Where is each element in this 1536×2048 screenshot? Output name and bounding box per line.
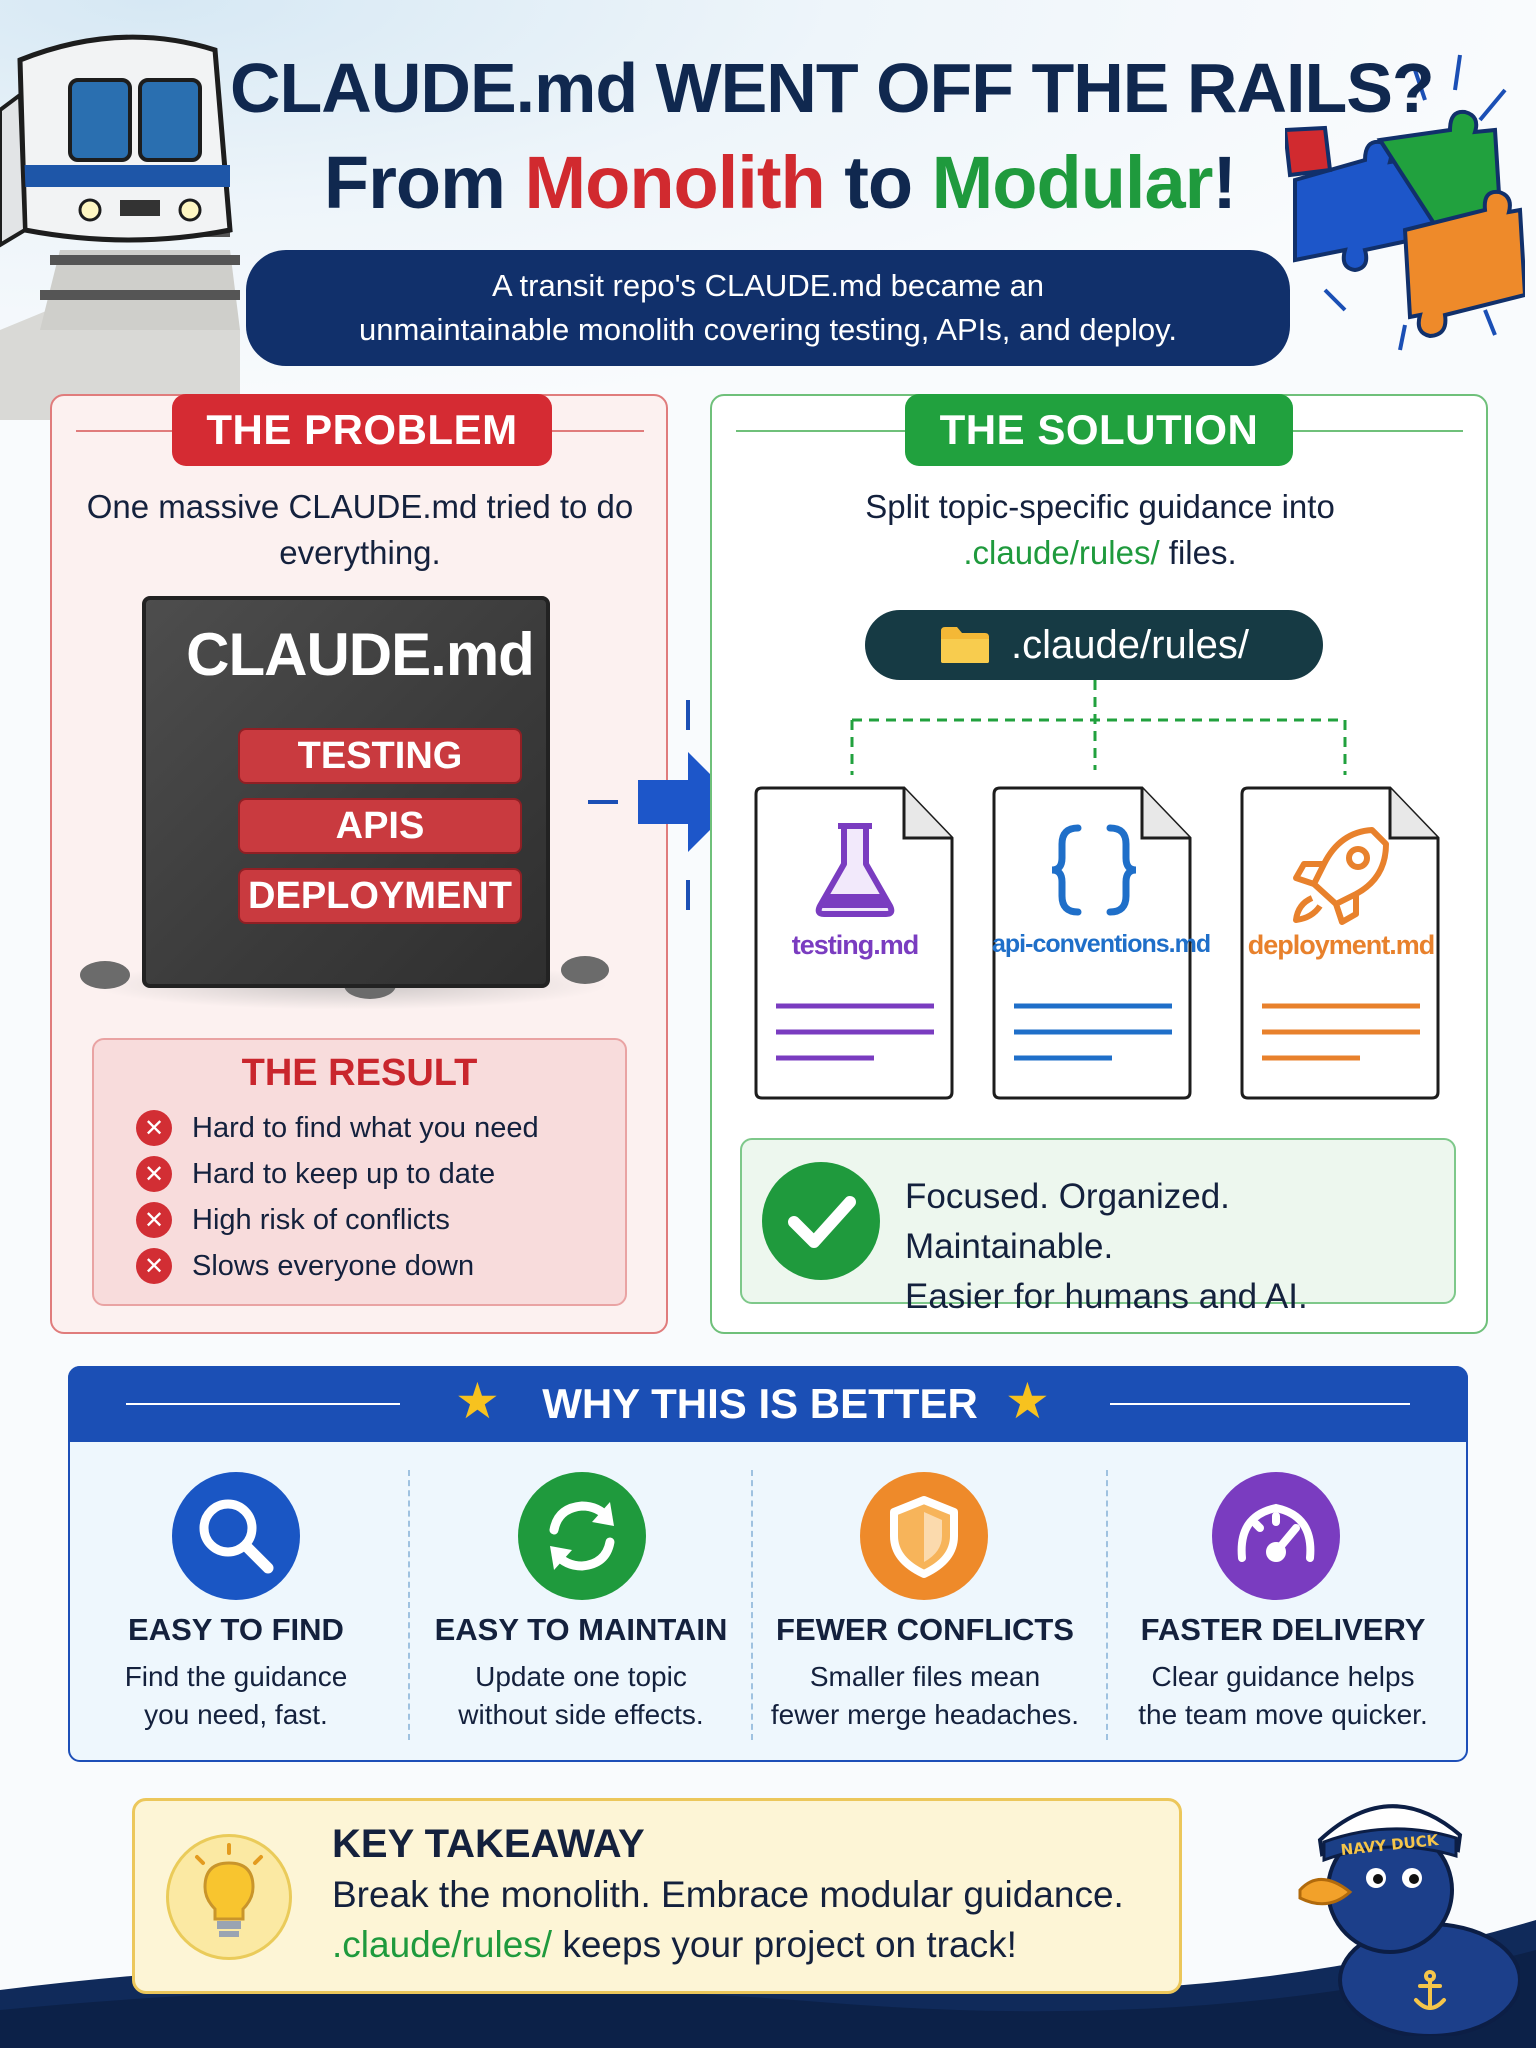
benefit-divider (751, 1470, 753, 1740)
result-box (92, 1038, 627, 1306)
problem-description: One massive CLAUDE.md tried to do everyt… (86, 488, 634, 571)
x-icon: ✕ (136, 1156, 172, 1192)
takeaway-line-1: Break the monolith. Embrace modular guid… (332, 1874, 1124, 1915)
benefit-description: Smaller files mean fewer merge headaches… (770, 1661, 1080, 1730)
speedometer-icon (1212, 1472, 1340, 1600)
rules-path-inline: .claude/rules/ (332, 1924, 553, 1965)
result-item: ✕ Hard to find what you need (136, 1108, 539, 1148)
testing-file-name: testing.md (791, 930, 920, 960)
benefit-description: Find the guidance you need, fast. (124, 1661, 348, 1730)
problem-label: THE PROBLEM (172, 394, 552, 466)
takeaway-line-2: .claude/rules/ keeps your project on tra… (332, 1924, 1017, 1965)
benefit-description: Update one topic without side effects. (458, 1661, 704, 1730)
testing-file-card (754, 786, 954, 1100)
summary-banner: A transit repo's CLAUDE.md became an unm… (246, 250, 1290, 366)
monolith-tag-deployment: DEPLOYMENT (238, 868, 522, 924)
deployment-file-card (1240, 786, 1440, 1100)
lightbulb-icon (166, 1834, 292, 1960)
modular-word: Modular (931, 141, 1214, 224)
why-better-title: WHY THIS IS BETTER (542, 1380, 978, 1427)
refresh-icon (518, 1472, 646, 1600)
result-item: ✕ Hard to keep up to date (136, 1154, 495, 1194)
benefit-divider (408, 1470, 410, 1740)
takeaway-title: KEY TAKEAWAY (332, 1822, 645, 1866)
deployment-file-name: deployment.md (1247, 930, 1436, 960)
x-icon: ✕ (136, 1248, 172, 1284)
why-header-rule-left (126, 1403, 400, 1405)
navy-duck-mascot: NAVY DUCK (1298, 1804, 1520, 2036)
problem-header-rule-left (76, 430, 172, 432)
problem-header-rule-right (552, 430, 644, 432)
benefit-divider (1106, 1470, 1108, 1740)
star-icon: ★ (455, 1373, 500, 1429)
result-item: ✕ Slows everyone down (136, 1246, 474, 1286)
monolith-tag-apis: APIS (238, 798, 522, 854)
main-subtitle-headline: From Monolith to Modular! (323, 141, 1237, 224)
api-conventions-file-card (992, 786, 1192, 1100)
benefit-title: FEWER CONFLICTS (776, 1612, 1074, 1647)
folder-icon (941, 627, 990, 663)
folder-tree-connectors (850, 680, 1347, 775)
result-item: ✕ High risk of conflicts (136, 1200, 450, 1240)
folder-label: .claude/rules/ (1011, 622, 1249, 667)
rocket-icon (1293, 827, 1389, 925)
monolith-title: CLAUDE.md (186, 621, 535, 688)
takeaway-box (132, 1798, 1182, 1994)
search-icon (172, 1472, 300, 1600)
api-conventions-file-name: api-conventions.md (992, 930, 1211, 958)
braces-icon (1051, 824, 1137, 916)
x-icon: ✕ (136, 1202, 172, 1238)
outcome-text: Focused. Organized. Maintainable. Easier… (905, 1177, 1308, 1316)
x-icon: ✕ (136, 1110, 172, 1146)
benefit-title: FASTER DELIVERY (1140, 1612, 1426, 1647)
why-header-rule-right (1110, 1403, 1410, 1405)
benefit-title: EASY TO MAINTAIN (434, 1612, 728, 1647)
solution-header-rule-left (736, 430, 905, 432)
monolith-tag-testing: TESTING (238, 728, 522, 784)
solution-description: Split topic-specific guidance into .clau… (865, 488, 1335, 571)
monolith-word: Monolith (524, 141, 825, 224)
solution-label: THE SOLUTION (905, 394, 1293, 466)
train-illustration (0, 34, 240, 420)
checkmark-icon (762, 1162, 880, 1280)
shield-icon (860, 1472, 988, 1600)
benefit-description: Clear guidance helps the team move quick… (1138, 1661, 1428, 1730)
flask-icon (815, 823, 895, 917)
rules-path-inline: .claude/rules/ (963, 534, 1160, 571)
star-icon: ★ (1005, 1373, 1050, 1429)
solution-header-rule-right (1293, 430, 1463, 432)
puzzle-pieces-illustration (1285, 54, 1525, 351)
main-title: CLAUDE.md WENT OFF THE RAILS? (230, 49, 1435, 127)
rules-folder: .claude/rules/ (865, 610, 1323, 680)
benefit-title: EASY TO FIND (128, 1612, 344, 1647)
result-title: THE RESULT (241, 1052, 478, 1094)
